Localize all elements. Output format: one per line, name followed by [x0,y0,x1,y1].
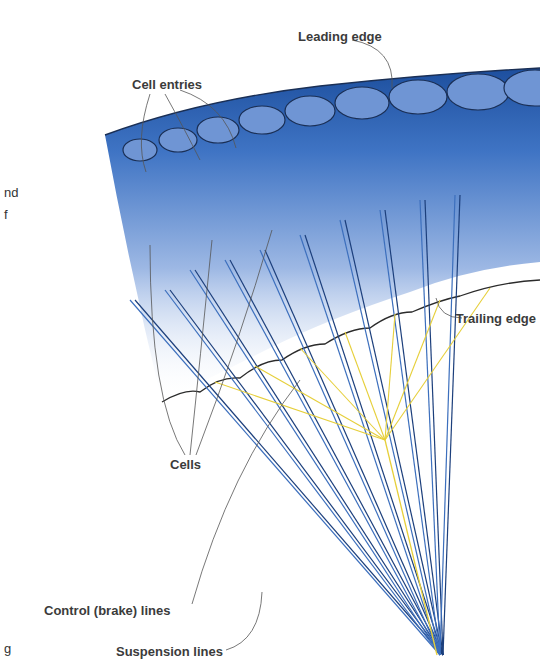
suspension-line [190,270,440,655]
cell-entry [123,139,157,161]
cell-entry [285,96,335,126]
text-fragment: nd [4,186,18,200]
brake-line [385,288,490,440]
cell-entry [389,80,447,114]
suspension-line [440,195,455,655]
leader-line [165,94,200,160]
suspension-line [135,300,443,655]
leader-line [141,94,150,172]
suspension-line [420,200,440,655]
part-label: Leading edge [298,30,382,44]
cell-entry [335,87,389,119]
part-label: Cell entries [132,78,202,92]
brake-line [215,382,385,440]
part-label: Control (brake) lines [44,604,170,618]
brake-line [345,332,385,440]
suspension-line [195,270,443,655]
cell-entries [123,70,540,161]
cell-entry [197,117,239,143]
cell-entry [159,128,197,152]
leader-line [196,230,272,455]
cell-entry [447,74,509,110]
part-label: Trailing edge [456,312,536,326]
leading-edge-outline [105,68,540,135]
cell-entry [504,70,540,106]
text-fragment: f [4,208,8,222]
cell-entry [239,106,285,134]
suspension-line [300,235,440,655]
brake-line [385,440,437,655]
suspension-line [380,210,440,655]
suspension-line [425,200,443,655]
leader-lines [141,40,462,650]
leader-line [352,40,392,88]
leader-line [150,245,185,455]
leader-line [190,240,212,455]
brake-line [385,300,440,440]
part-label: Cells [170,458,201,472]
lines-group [130,195,490,655]
suspension-line [305,235,443,655]
wing-canopy [105,68,540,402]
brake-line [385,314,395,440]
brake-line [300,348,385,440]
suspension-line [443,195,460,655]
brake-line [255,366,385,440]
text-fragment: g [4,642,11,656]
leader-line [226,592,262,650]
leader-line [180,90,236,148]
part-label: Suspension lines [116,645,223,659]
suspension-line [130,300,440,655]
leader-line [192,380,300,604]
